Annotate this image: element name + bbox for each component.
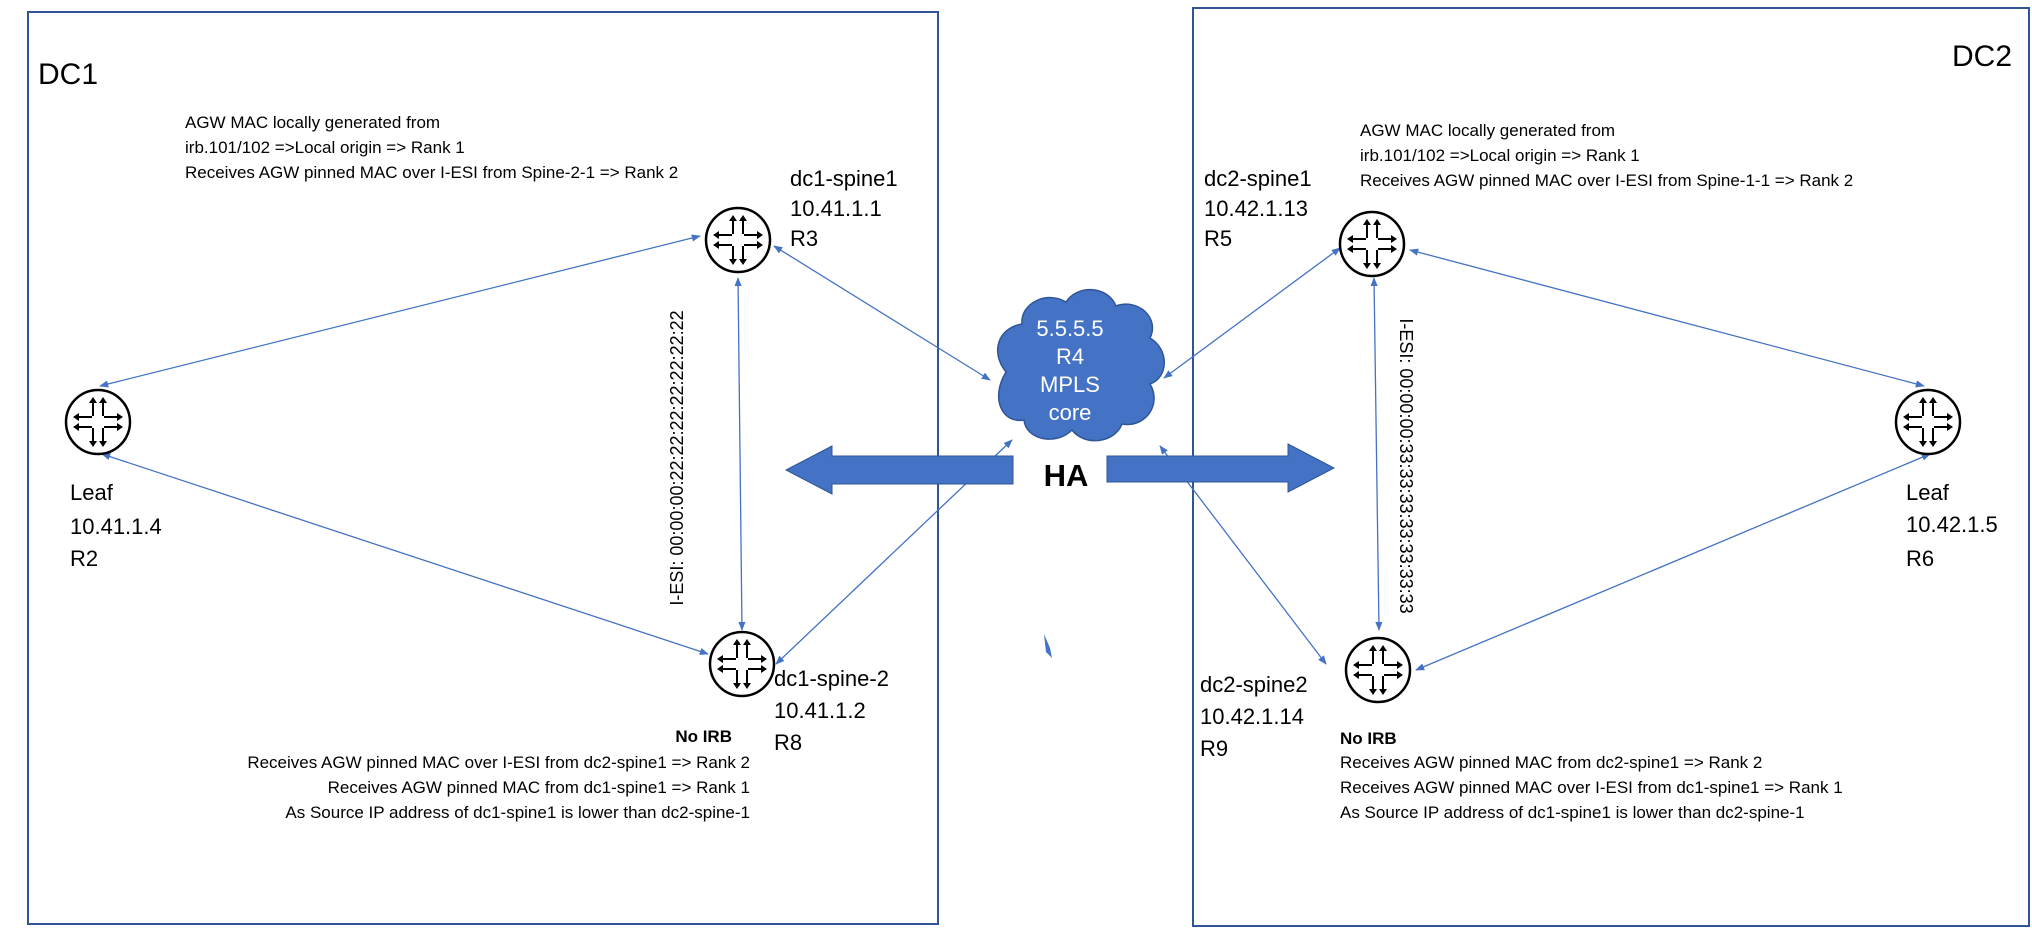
link-core-dc2-spine1 — [1163, 247, 1341, 379]
dc2-leaf-ip: 10.42.1.5 — [1906, 512, 1998, 537]
dc1-spine2-router-icon[interactable] — [708, 630, 776, 698]
mpls-core-cloud — [996, 288, 1165, 442]
dc1-leaf-ip: 10.41.1.4 — [70, 514, 162, 539]
dc1-spine2-note: As Source IP address of dc1-spine1 is lo… — [285, 803, 750, 822]
dc2-spine1-note: Receives AGW pinned MAC over I-ESI from … — [1360, 171, 1853, 190]
dc1-spine2-name: dc1-spine-2 — [774, 666, 889, 691]
dc1-spine1-router-icon[interactable] — [704, 206, 772, 274]
dc2-spine2-router-id: R9 — [1200, 736, 1228, 761]
small-diamond-mark — [1044, 634, 1052, 658]
dc2-spine2-router-icon[interactable] — [1344, 636, 1412, 704]
dc1-spine2-note: Receives AGW pinned MAC from dc1-spine1 … — [328, 778, 750, 797]
dc1-spine1-ip: 10.41.1.1 — [790, 196, 882, 221]
dc1-spine1-note: irb.101/102 =>Local origin => Rank 1 — [185, 138, 465, 157]
link-dc1-spine1-spine2 — [734, 277, 746, 631]
dc2-title: DC2 — [1952, 40, 2012, 73]
dc1-spine1-note: AGW MAC locally generated from — [185, 113, 440, 132]
dc2-leaf-router-id: R6 — [1906, 546, 1934, 571]
dc2-spine1-note: irb.101/102 =>Local origin => Rank 1 — [1360, 146, 1640, 165]
core-label-line-4: core — [1049, 400, 1092, 425]
dc1-spine2-ip: 10.41.1.2 — [774, 698, 866, 723]
dc2-spine2-note: As Source IP address of dc1-spine1 is lo… — [1340, 803, 1805, 822]
dc2-spine2-note: Receives AGW pinned MAC from dc2-spine1 … — [1340, 753, 1762, 772]
dc2-spine1-router-id: R5 — [1204, 226, 1232, 251]
link-dc2-spine2-leaf — [1415, 453, 1931, 671]
dc2-spine2-note: Receives AGW pinned MAC over I-ESI from … — [1340, 778, 1843, 797]
core-label-line-1: 5.5.5.5 — [1036, 316, 1103, 341]
dc2-spine1-name: dc2-spine1 — [1204, 166, 1312, 191]
ha-label: HA — [1044, 458, 1089, 493]
dc1-spine2-no-irb: No IRB — [675, 727, 732, 746]
dc1-leaf-name: Leaf — [70, 480, 114, 505]
ha-arrow-right — [1106, 443, 1336, 493]
ha-arrow-left — [784, 445, 1014, 495]
dc1-spine2-note: Receives AGW pinned MAC over I-ESI from … — [247, 753, 750, 772]
link-dc1-leaf-spine2 — [101, 453, 709, 655]
link-dc2-spine1-leaf — [1409, 248, 1925, 388]
link-dc2-spine1-spine2 — [1370, 277, 1383, 631]
dc2-spine1-note: AGW MAC locally generated from — [1360, 121, 1615, 140]
dc2-iesi-label: I-ESI: 00:00:00:33:33:33:33:33:33:33 — [1396, 318, 1416, 613]
dc2-spine2-ip: 10.42.1.14 — [1200, 704, 1304, 729]
dc2-leaf-router-icon[interactable] — [1894, 388, 1962, 456]
dc2-spine1-router-icon[interactable] — [1338, 210, 1406, 278]
dc1-leaf-router-id: R2 — [70, 546, 98, 571]
dc1-iesi-label: I-ESI: 00:00:00:22:22:22:22:22:22:22 — [667, 310, 687, 605]
dc2-spine2-name: dc2-spine2 — [1200, 672, 1308, 697]
dc1-spine2-router-id: R8 — [774, 730, 802, 755]
dc1-title: DC1 — [38, 58, 98, 91]
link-dc1-spine1-core — [773, 245, 991, 381]
link-dc1-leaf-spine1 — [99, 234, 701, 388]
dc1-leaf-router-icon[interactable] — [64, 388, 132, 456]
core-label-line-2: R4 — [1056, 344, 1084, 369]
dc1-spine1-name: dc1-spine1 — [790, 166, 898, 191]
dc2-spine1-ip: 10.42.1.13 — [1204, 196, 1308, 221]
core-label-line-3: MPLS — [1040, 372, 1100, 397]
dc1-spine1-note: Receives AGW pinned MAC over I-ESI from … — [185, 163, 678, 182]
dc1-spine1-router-id: R3 — [790, 226, 818, 251]
dc2-spine2-no-irb: No IRB — [1340, 729, 1397, 748]
dc2-leaf-name: Leaf — [1906, 480, 1950, 505]
